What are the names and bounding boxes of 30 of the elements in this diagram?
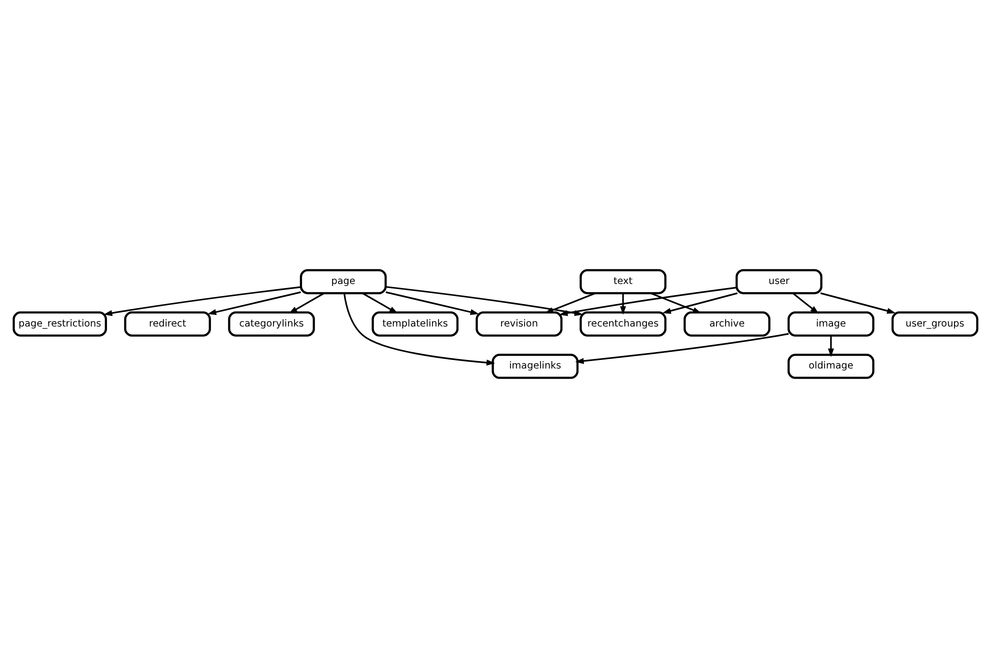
arrow [104,286,301,316]
arrow [208,291,301,316]
arrow [386,291,479,316]
arrow [820,292,896,314]
node-box: user [736,269,822,294]
arrow [828,336,834,358]
arrow [386,286,584,316]
node-box: revision [476,311,562,337]
arrow [343,293,496,366]
node-box: page [300,269,387,294]
node-box: archive [684,311,770,337]
node-box: oldimage [788,354,874,379]
arrow [650,292,702,314]
node-box: categorylinks [228,311,315,337]
node-box: user_groups [892,311,978,337]
node-box: redirect [124,311,211,337]
arrow [662,292,738,314]
node-box: page_restrictions [12,311,107,337]
arrow [792,292,819,314]
node-box: image [788,311,874,337]
node-box: imagelinks [492,354,579,379]
arrow [288,292,324,314]
arrow [620,293,626,315]
arrow [544,292,596,314]
node-box: templatelinks [372,311,459,337]
node-box: recentchanges [580,311,666,337]
arrow [575,333,789,364]
arrow [559,286,737,316]
node-box: text [580,269,666,294]
arrow [362,292,398,314]
